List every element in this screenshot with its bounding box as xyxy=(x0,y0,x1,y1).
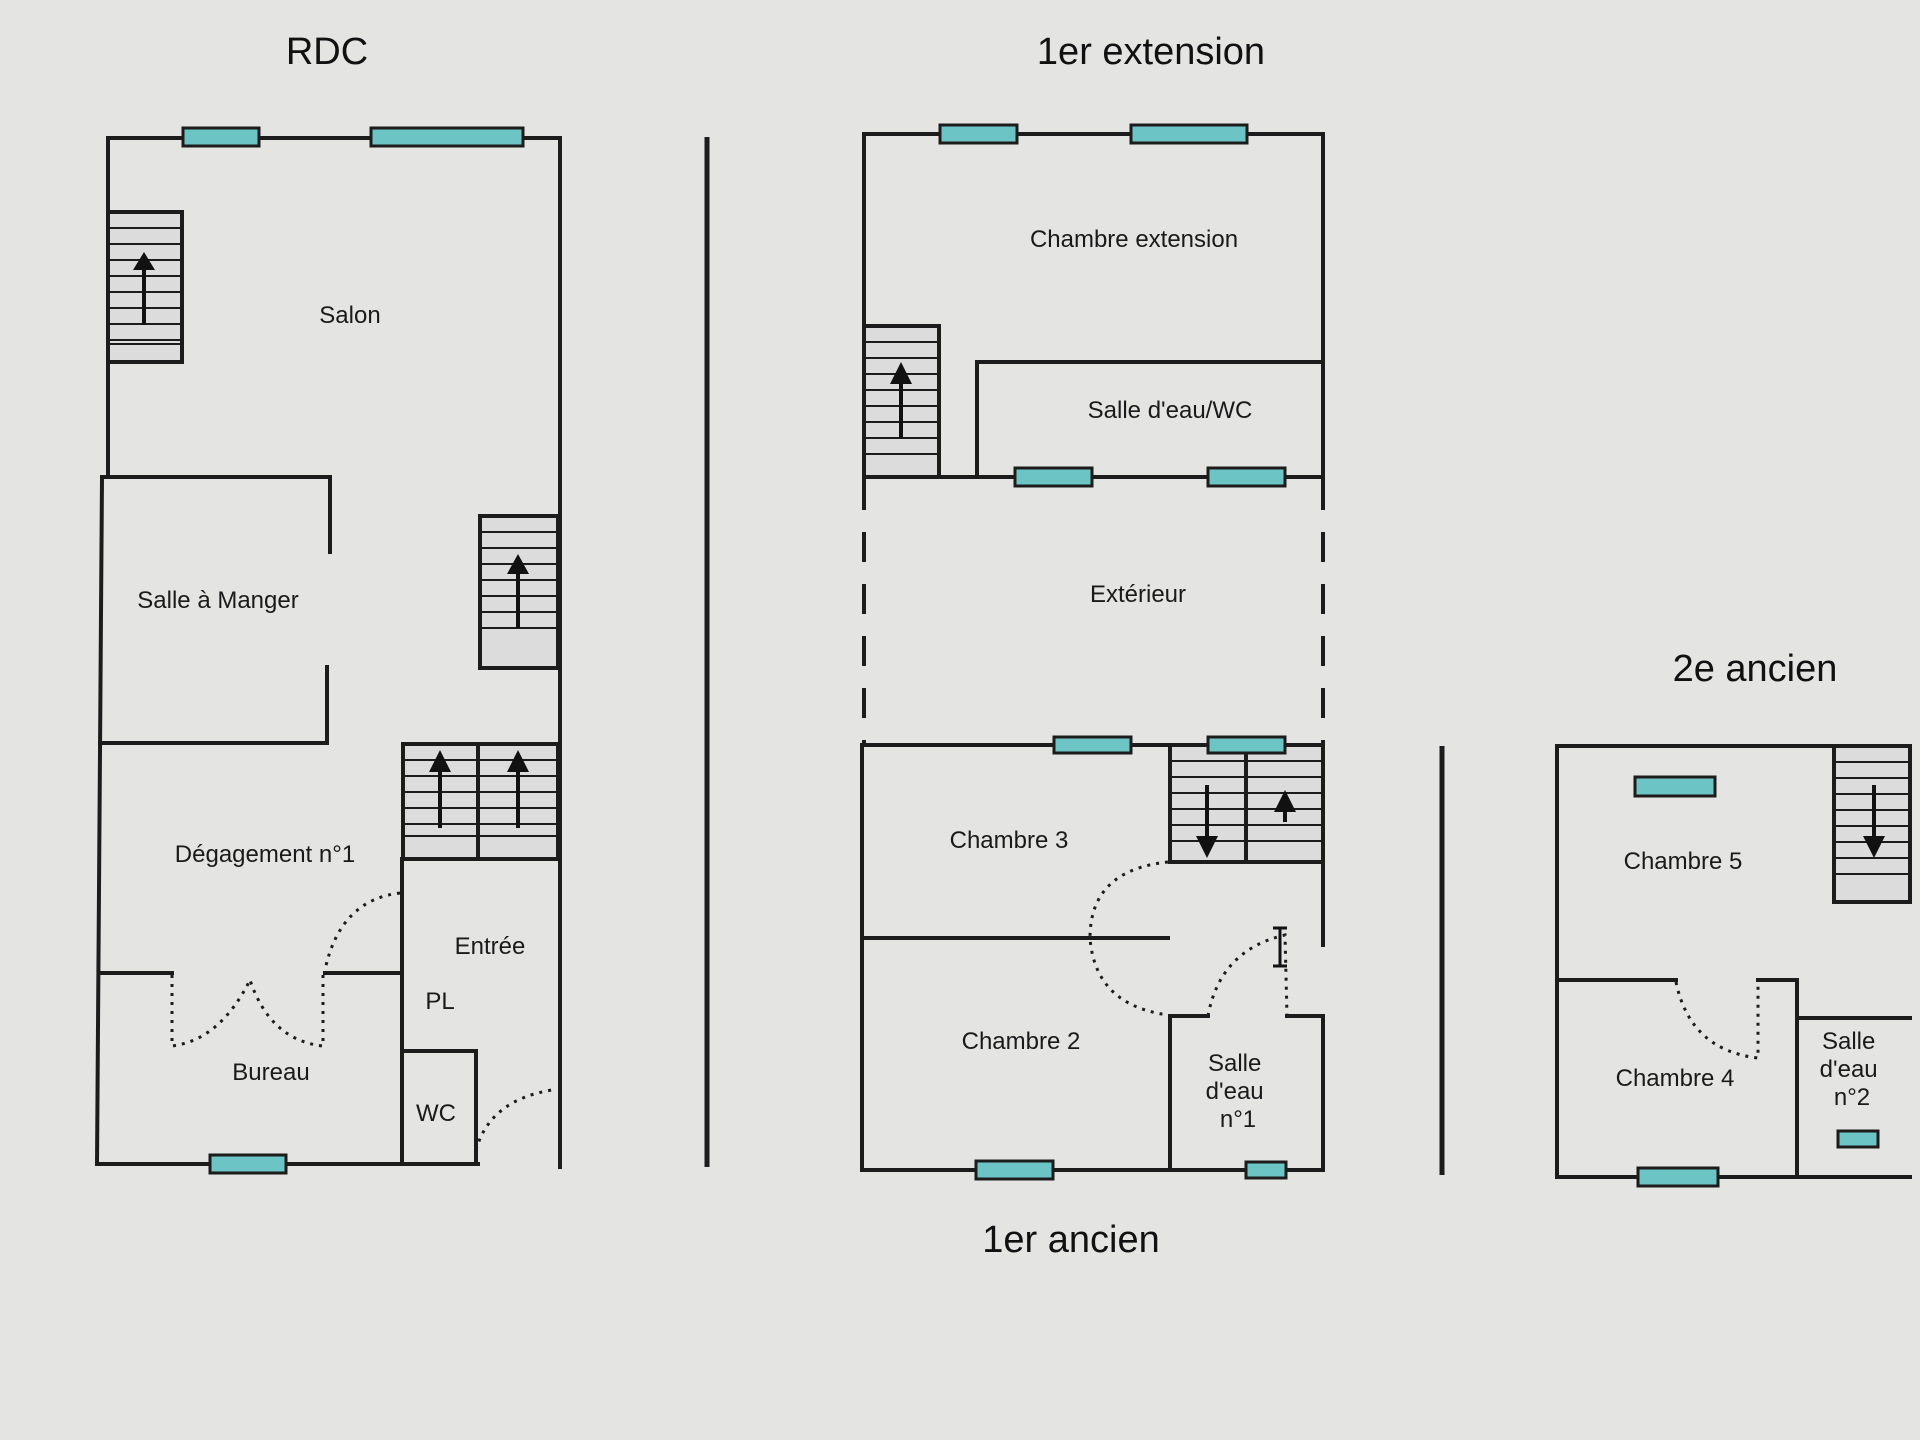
ancien2-window-3 xyxy=(1836,1129,1880,1149)
room-salon: Salon xyxy=(319,302,380,329)
room-bureau: Bureau xyxy=(232,1059,309,1086)
ext-window-1 xyxy=(938,123,1019,145)
room-salle-eau-1: Salle d'eau n°1 xyxy=(1206,1050,1271,1133)
rdc-stair-entree xyxy=(401,742,560,861)
ancien1-stair-treads xyxy=(1170,760,1323,842)
ancien2-door-chambre4 xyxy=(1674,981,1760,1060)
ancien1-stair-arrow-up-icon xyxy=(1274,790,1296,822)
text-cursor-icon xyxy=(1273,926,1287,968)
room-chambre-3: Chambre 3 xyxy=(950,827,1069,854)
room-chambre-2: Chambre 2 xyxy=(962,1028,1081,1055)
rdc-stair-salon-treads xyxy=(108,227,182,345)
room-degagement: Dégagement n°1 xyxy=(175,841,355,868)
rdc-stair-salon-arrow-icon xyxy=(133,252,155,325)
room-wc: WC xyxy=(416,1100,456,1127)
ancien1-stair-arrow-down-icon xyxy=(1196,785,1218,858)
ancien2-stair-arrow-down-icon xyxy=(1863,785,1885,858)
rdc-door-bureau-right xyxy=(248,975,325,1048)
rdc-window-2 xyxy=(369,126,525,148)
room-exterieur: Extérieur xyxy=(1090,581,1186,608)
ancien2-window-2 xyxy=(1636,1166,1720,1188)
level-title-extension: 1er extension xyxy=(1037,31,1265,73)
ancien2-outer-wall xyxy=(1555,744,1912,1179)
rdc-window-1 xyxy=(181,126,261,148)
ancien1-outer-wall xyxy=(860,743,1325,1172)
room-pl: PL xyxy=(425,988,454,1015)
rdc-wc-wall xyxy=(400,1049,478,1166)
rdc-stair-entree-treads xyxy=(403,759,558,837)
ext-stair xyxy=(862,324,941,479)
ancien1-window-4 xyxy=(1244,1160,1288,1180)
level-title-rdc: RDC xyxy=(286,31,368,73)
rdc-bureau-north-wall-right xyxy=(323,971,404,1166)
room-salle-eau-1-line-3: n°1 xyxy=(1220,1106,1256,1133)
ext-outer-wall xyxy=(862,132,1325,482)
room-salle-eau-2-line-2: d'eau xyxy=(1820,1056,1878,1083)
ext-window-3 xyxy=(1013,466,1094,488)
room-salle-manger: Salle à Manger xyxy=(137,587,298,614)
level-title-2e-ancien: 2e ancien xyxy=(1673,648,1838,690)
ext-window-4 xyxy=(1206,466,1287,488)
ancien2-chambre4-wall-right xyxy=(1756,978,1799,1179)
plan-2e-ancien: 2e ancien Chambre 5 Chambre 4 xyxy=(1555,648,1912,1188)
rdc-stair-right-arrow-icon xyxy=(507,554,529,628)
rdc-stair-entree-arrow-left-icon xyxy=(429,750,451,828)
rdc-stair-entree-arrow-right-icon xyxy=(507,750,529,828)
room-chambre-extension: Chambre extension xyxy=(1030,226,1238,253)
ancien1-window-3 xyxy=(974,1159,1055,1181)
room-chambre-4: Chambre 4 xyxy=(1616,1065,1735,1092)
rdc-salle-manger-wall xyxy=(100,475,332,554)
rdc-door-bureau-left xyxy=(170,975,252,1048)
room-salle-eau-2: Salle d'eau n°2 xyxy=(1820,1028,1885,1111)
ancien1-window-1 xyxy=(1052,735,1133,755)
rdc-window-3 xyxy=(208,1153,288,1175)
room-salle-eau-1-line-2: d'eau xyxy=(1206,1078,1264,1105)
rdc-west-wall-lower xyxy=(94,474,105,1167)
plan-1er: 1er extension 1er ancien xyxy=(860,31,1325,1261)
ancien2-window-1 xyxy=(1633,775,1717,798)
room-salle-eau-2-line-1: Salle xyxy=(1822,1028,1875,1055)
ext-window-2 xyxy=(1129,123,1249,145)
rdc-door-entree xyxy=(323,891,401,971)
room-salle-eau-2-line-3: n°2 xyxy=(1834,1084,1870,1111)
ext-stair-arrow-icon xyxy=(890,362,912,438)
plan-rdc: RDC xyxy=(94,31,562,1175)
ext-salle-eau-wall xyxy=(975,360,1325,479)
room-salle-eau-wc: Salle d'eau/WC xyxy=(1088,397,1253,424)
room-entree: Entrée xyxy=(455,933,526,960)
room-salle-eau-1-line-1: Salle xyxy=(1208,1050,1261,1077)
room-chambre-5: Chambre 5 xyxy=(1624,848,1743,875)
level-title-1er-ancien: 1er ancien xyxy=(982,1219,1159,1261)
ancien1-door-salle-eau xyxy=(1206,933,1289,1017)
ancien1-window-2 xyxy=(1206,735,1287,755)
rdc-door-wc xyxy=(474,1088,553,1151)
